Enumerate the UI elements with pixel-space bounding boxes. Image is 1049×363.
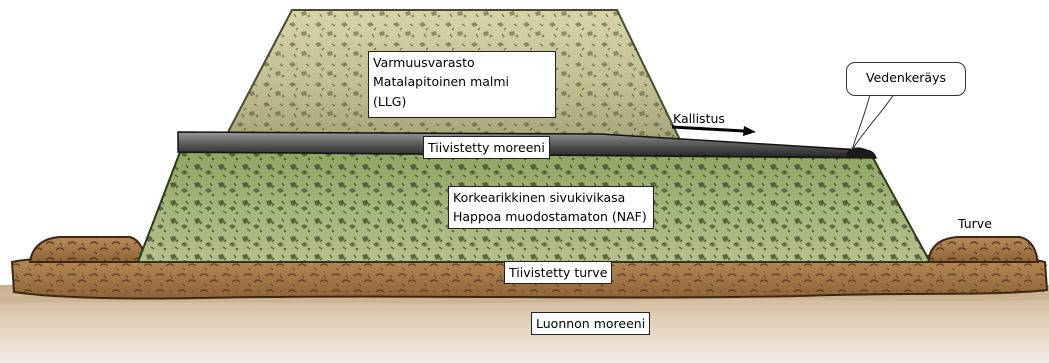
naf-label-line1: Korkearikkinen sivukivikasa [453, 188, 649, 207]
llg-label-line2: Matalapitoinen malmi [373, 72, 551, 91]
llg-label-line3: (LLG) [373, 92, 551, 111]
compacted-peat-label: Tiivistetty turve [504, 261, 612, 284]
natural-moraine-label: Luonnon moreeni [531, 312, 650, 335]
slope-label: Kallistus [673, 111, 725, 126]
slope-arrow [672, 127, 744, 131]
peat-label: Turve [958, 216, 992, 231]
naf-label: Korkearikkinen sivukivikasa Happoa muodo… [448, 186, 654, 229]
naf-label-line2: Happoa muodostamaton (NAF) [453, 207, 649, 226]
water-collection-callout: Vedenkeräys [846, 62, 966, 96]
llg-label: Varmuusvarasto Matalapitoinen malmi (LLG… [368, 51, 556, 118]
callout-pointer [852, 94, 894, 150]
compacted-moraine-label: Tiivistetty moreeni [423, 136, 550, 159]
water-collection-label: Vedenkeräys [866, 70, 946, 85]
llg-label-line1: Varmuusvarasto [373, 53, 551, 72]
